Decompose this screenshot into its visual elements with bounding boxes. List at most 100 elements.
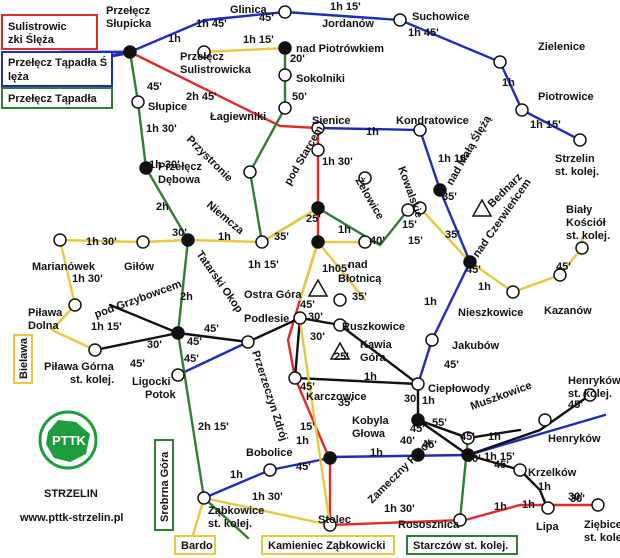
node-lagiewniki[interactable]: [278, 101, 292, 115]
label-ziebice: Ziębice: [584, 519, 620, 531]
node-tatarski-okop[interactable]: [181, 233, 195, 247]
label-zabkowice-2: st. kolej.: [208, 518, 252, 530]
label-henrykow: Henryków: [548, 433, 601, 445]
time-label: 1h: [296, 435, 309, 447]
node-przelecz-debowa[interactable]: [139, 161, 153, 175]
time-label: 25': [306, 213, 321, 225]
footer-website[interactable]: www.pttk-strzelin.pl: [20, 512, 124, 524]
label-strzelin: Strzelin: [555, 153, 595, 165]
label-przelecz-sulistrowicka-2: Sulistrowicka: [180, 64, 252, 76]
time-label: 1h: [424, 296, 437, 308]
time-label: 35': [338, 397, 353, 409]
node-sienice-south[interactable]: [311, 143, 325, 157]
node-przelecz-slupicka[interactable]: [123, 45, 137, 59]
node-zameczny-potok-n[interactable]: [411, 413, 425, 427]
time-label: 1h: [502, 77, 515, 89]
node-lipa[interactable]: [541, 501, 555, 515]
node-pod-grzybowcem[interactable]: [171, 326, 185, 340]
node-henrykow-st[interactable]: [583, 388, 597, 402]
node-muszkowice[interactable]: [461, 431, 475, 445]
node-przystronie[interactable]: [243, 165, 257, 179]
time-label: 20': [290, 53, 305, 65]
node-kobyla-glowa[interactable]: [323, 451, 337, 465]
node-nieszkowice[interactable]: [506, 285, 520, 299]
node-kazanow[interactable]: [553, 268, 567, 282]
srebrna-gora-label: Srebrna Góra: [159, 451, 171, 522]
node-nad-piotrowkiem[interactable]: [278, 41, 292, 55]
time-label: 1h 10': [438, 153, 469, 165]
node-muszkowice-s[interactable]: [461, 448, 475, 462]
node-kowalskie-b[interactable]: [413, 201, 427, 215]
node-pod-starcem-s[interactable]: [311, 235, 325, 249]
node-sokolniki[interactable]: [278, 68, 292, 82]
label-nad-piotrowkiem: nad Piotrówkiem: [296, 43, 384, 55]
time-label: 45': [187, 336, 202, 348]
node-gilow[interactable]: [136, 235, 150, 249]
node-jordanow[interactable]: [393, 13, 407, 27]
label-ligocki-potok-2: Potok: [145, 389, 176, 401]
time-label: 1h: [168, 33, 181, 45]
legend-red-box: [1, 14, 98, 50]
blue-trail-north: [128, 10, 582, 142]
node-przelecz-sulistrowicka[interactable]: [197, 45, 211, 59]
node-henrykow[interactable]: [538, 413, 552, 427]
time-label: 1h 30': [149, 159, 180, 171]
viewpoint-kawia-gora[interactable]: [329, 341, 351, 360]
node-cieplowody[interactable]: [411, 377, 425, 391]
time-label: 1h 30': [72, 273, 103, 285]
node-podlesie[interactable]: [293, 311, 307, 325]
node-bobolice[interactable]: [263, 463, 277, 477]
node-pilawa-gorna[interactable]: [88, 343, 102, 357]
node-strzelin[interactable]: [573, 133, 587, 147]
node-ligocki-potok[interactable]: [171, 368, 185, 382]
label-suchowice: Suchowice: [412, 11, 469, 23]
node-pilawa-dolna[interactable]: [68, 298, 82, 312]
node-nad-blotnica[interactable]: [358, 235, 372, 249]
label-jordanow: Jordanów: [322, 18, 374, 30]
node-niemcza[interactable]: [255, 235, 269, 249]
node-ostra-gora-s[interactable]: [333, 293, 347, 307]
node-nad-mala-sleza[interactable]: [433, 183, 447, 197]
node-rososznica[interactable]: [453, 513, 467, 527]
node-zielenice[interactable]: [515, 103, 529, 117]
time-label: 30': [404, 393, 419, 405]
node-stolec[interactable]: [323, 518, 337, 532]
node-slupice[interactable]: [131, 95, 145, 109]
time-label: 1h 15': [243, 34, 274, 46]
node-karczowice[interactable]: [288, 371, 302, 385]
node-krzelkow[interactable]: [513, 463, 527, 477]
time-label: 1h 45': [196, 18, 227, 30]
node-zelowice[interactable]: [358, 171, 372, 185]
node-nad-czerwiencem[interactable]: [463, 255, 477, 269]
label-przelecz-slupicka-2: Słupicka: [106, 18, 152, 30]
viewpoint-ostra-gora[interactable]: [307, 278, 329, 297]
time-label: 1h 45': [408, 27, 439, 39]
node-ziebice[interactable]: [591, 498, 605, 512]
node-jakubow[interactable]: [425, 333, 439, 347]
legend-red-label: Sulistrowic: [8, 21, 67, 33]
time-label: 45': [422, 439, 437, 451]
node-bialy-kosciol[interactable]: [575, 241, 589, 255]
time-label: 1h05': [322, 263, 350, 275]
node-kondratowice[interactable]: [413, 123, 427, 137]
node-zameczny-potok[interactable]: [411, 448, 425, 462]
node-przerzeczyn[interactable]: [241, 335, 255, 349]
time-label: 45': [259, 12, 274, 24]
label-piotrowice: Piotrowice: [538, 91, 594, 103]
node-sienice[interactable]: [311, 121, 325, 135]
legend-red-label-2: zki Ślęża: [8, 33, 55, 46]
viewpoint-bednarz[interactable]: [471, 198, 493, 217]
node-suchowice[interactable]: [493, 55, 507, 69]
node-marianowek[interactable]: [53, 233, 67, 247]
time-label: 1h 15': [484, 451, 515, 463]
node-zabkowice[interactable]: [197, 491, 211, 505]
time-label: 30': [147, 339, 162, 351]
node-glinica[interactable]: [278, 5, 292, 19]
time-label: 1h 15': [91, 321, 122, 333]
time-label: 35': [274, 231, 289, 243]
time-label: 45': [147, 81, 162, 93]
node-ruszkowice[interactable]: [333, 318, 347, 332]
node-pod-starcem[interactable]: [311, 201, 325, 215]
label-przelecz-debowa-2: Dębowa: [158, 174, 201, 186]
